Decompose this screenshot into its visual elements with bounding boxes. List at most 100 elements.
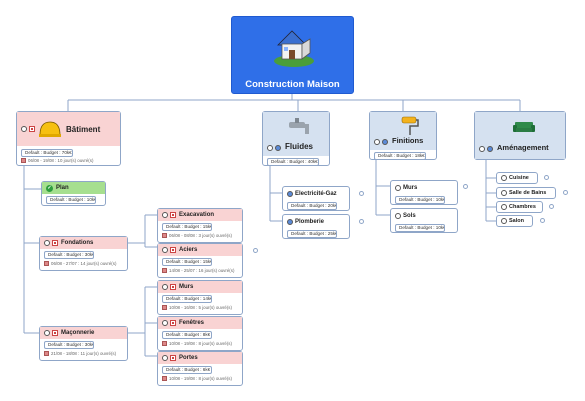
task-circle-icon: [501, 204, 507, 210]
budget-tag: Default : Budget : 20k€: [287, 202, 337, 210]
topic-salon[interactable]: Salon: [496, 215, 533, 227]
topic-title: Plan: [56, 185, 69, 191]
topic-fluides[interactable]: Fluides Default : Budget : 40k€: [262, 111, 330, 166]
topic-batiment[interactable]: Bâtiment Default : Budget : 70k€ 06/08 -…: [16, 111, 121, 166]
topic-title: Electricité-Gaz: [295, 190, 337, 197]
progress-icon: [487, 146, 493, 152]
task-circle-icon: [501, 190, 507, 196]
date-range: 14/08 - 25/07 : 16 jour(s) ouvré(s): [162, 268, 234, 273]
topic-fenetres[interactable]: Fenêtres Default : Budget : 8k€ 10/08 - …: [157, 316, 243, 351]
topic-maconnerie[interactable]: Maçonnerie Default : Budget : 30k€ 21/08…: [39, 326, 128, 361]
expand-button[interactable]: [544, 175, 549, 180]
progress-icon: [287, 190, 293, 197]
hard-hat-icon: [39, 121, 61, 137]
budget-tag: Default : Budget : 25k€: [287, 230, 337, 238]
task-circle-icon: [162, 284, 168, 290]
task-circle-icon: [162, 247, 168, 253]
topic-murs-batiment[interactable]: Murs Default : Budget : 14k€ 10/08 - 16/…: [157, 280, 243, 315]
priority-icon: [170, 320, 176, 326]
task-circle-icon: [21, 126, 27, 132]
calendar-icon: [21, 158, 26, 163]
expand-button[interactable]: [253, 248, 258, 253]
date-range: 10/08 - 19/08 : 8 jour(s) ouvré(s): [162, 376, 232, 381]
date-range: 06/08 - 08/08 : 3 jour(s) ouvré(s): [162, 233, 232, 238]
task-circle-icon: [479, 146, 485, 152]
topic-finitions[interactable]: Finitions Default : Budget : 18k€: [369, 111, 437, 160]
expand-button[interactable]: [540, 218, 545, 223]
calendar-icon: [162, 268, 167, 273]
topic-excavation[interactable]: Exacavation Default : Budget : 15k€ 06/0…: [157, 208, 243, 243]
expand-button[interactable]: [359, 191, 364, 196]
task-circle-icon: [44, 240, 50, 246]
topic-fondations[interactable]: Fondations Default : Budget : 30k€ 06/08…: [39, 236, 128, 271]
calendar-icon: [44, 261, 49, 266]
priority-icon: [170, 247, 176, 253]
priority-icon: [170, 355, 176, 361]
budget-tag: Default : Budget : 8k€: [162, 331, 212, 339]
calendar-icon: [44, 351, 49, 356]
topic-title: Aménagement: [497, 143, 549, 152]
progress-icon: [275, 145, 281, 151]
priority-icon: [52, 330, 58, 336]
priority-icon: [170, 284, 176, 290]
budget-tag: Default : Budget : 40k€: [267, 158, 319, 166]
task-circle-icon: [374, 139, 380, 145]
task-circle-icon: [162, 320, 168, 326]
task-circle-icon: [395, 184, 401, 191]
budget-tag: Default : Budget : 30k€: [44, 341, 94, 349]
expand-button[interactable]: [549, 204, 554, 209]
topic-portes[interactable]: Portes Default : Budget : 6k€ 10/08 - 19…: [157, 351, 243, 386]
central-topic[interactable]: Construction Maison: [231, 16, 354, 94]
budget-tag: Default : Budget : 30k€: [44, 251, 94, 259]
topic-title: Fenêtres: [179, 320, 205, 326]
topic-plan[interactable]: ✓ Plan Default : Budget : 10k€: [41, 181, 106, 206]
faucet-icon: [289, 118, 309, 134]
date-range: 10/08 - 16/08 : 5 jour(s) ouvré(s): [162, 305, 232, 310]
sofa-icon: [513, 122, 535, 132]
topic-salle-de-bains[interactable]: Salle de Bains: [496, 187, 556, 199]
priority-icon: [170, 212, 176, 218]
topic-title: Aciers: [179, 247, 198, 253]
date-range: 06/08 - 19/08 : 10 jour(s) ouvré(s): [21, 158, 93, 163]
progress-icon: [382, 139, 388, 145]
date-range: 10/08 - 19/08 : 8 jour(s) ouvré(s): [162, 341, 232, 346]
budget-tag: Default : Budget : 10k€: [46, 196, 96, 204]
topic-title: Portes: [179, 355, 198, 361]
topic-plomberie[interactable]: Plomberie Default : Budget : 25k€: [282, 214, 350, 239]
task-circle-icon: [501, 175, 507, 181]
progress-icon: [287, 218, 293, 225]
priority-icon: [52, 240, 58, 246]
budget-tag: Default : Budget : 15k€: [162, 223, 212, 231]
topic-sols[interactable]: Sols Default : Budget : 10k€: [390, 208, 458, 233]
budget-tag: Default : Budget : 18k€: [374, 152, 426, 160]
paint-roller-icon: [401, 116, 419, 135]
budget-tag: Default : Budget : 10k€: [395, 196, 445, 204]
calendar-icon: [162, 376, 167, 381]
topic-title: Murs: [179, 284, 194, 290]
task-circle-icon: [44, 330, 50, 336]
budget-tag: Default : Budget : 15k€: [162, 258, 212, 266]
house-icon: [274, 30, 314, 67]
topic-title: Plomberie: [295, 218, 325, 225]
topic-chambres[interactable]: Chambres: [496, 201, 543, 213]
calendar-icon: [162, 341, 167, 346]
topic-title: Finitions: [392, 136, 424, 145]
expand-button[interactable]: [359, 219, 364, 224]
expand-button[interactable]: [563, 190, 568, 195]
topic-title: Fluides: [285, 142, 314, 151]
topic-amenagement[interactable]: Aménagement: [474, 111, 566, 160]
calendar-icon: [162, 305, 167, 310]
check-icon: ✓: [46, 184, 53, 192]
topic-electricite-gaz[interactable]: Electricité-Gaz Default : Budget : 20k€: [282, 186, 350, 211]
priority-icon: [29, 126, 35, 132]
topic-aciers[interactable]: Aciers Default : Budget : 15k€ 14/08 - 2…: [157, 243, 243, 278]
date-range: 21/08 - 18/08 : 11 jour(s) ouvré(s): [44, 351, 116, 356]
topic-cuisine[interactable]: Cuisine: [496, 172, 538, 184]
topic-murs-finitions[interactable]: Murs Default : Budget : 10k€: [390, 180, 458, 205]
expand-button[interactable]: [463, 184, 468, 189]
task-circle-icon: [162, 212, 168, 218]
task-circle-icon: [267, 145, 273, 151]
task-circle-icon: [501, 218, 507, 224]
topic-title: Fondations: [61, 240, 94, 246]
